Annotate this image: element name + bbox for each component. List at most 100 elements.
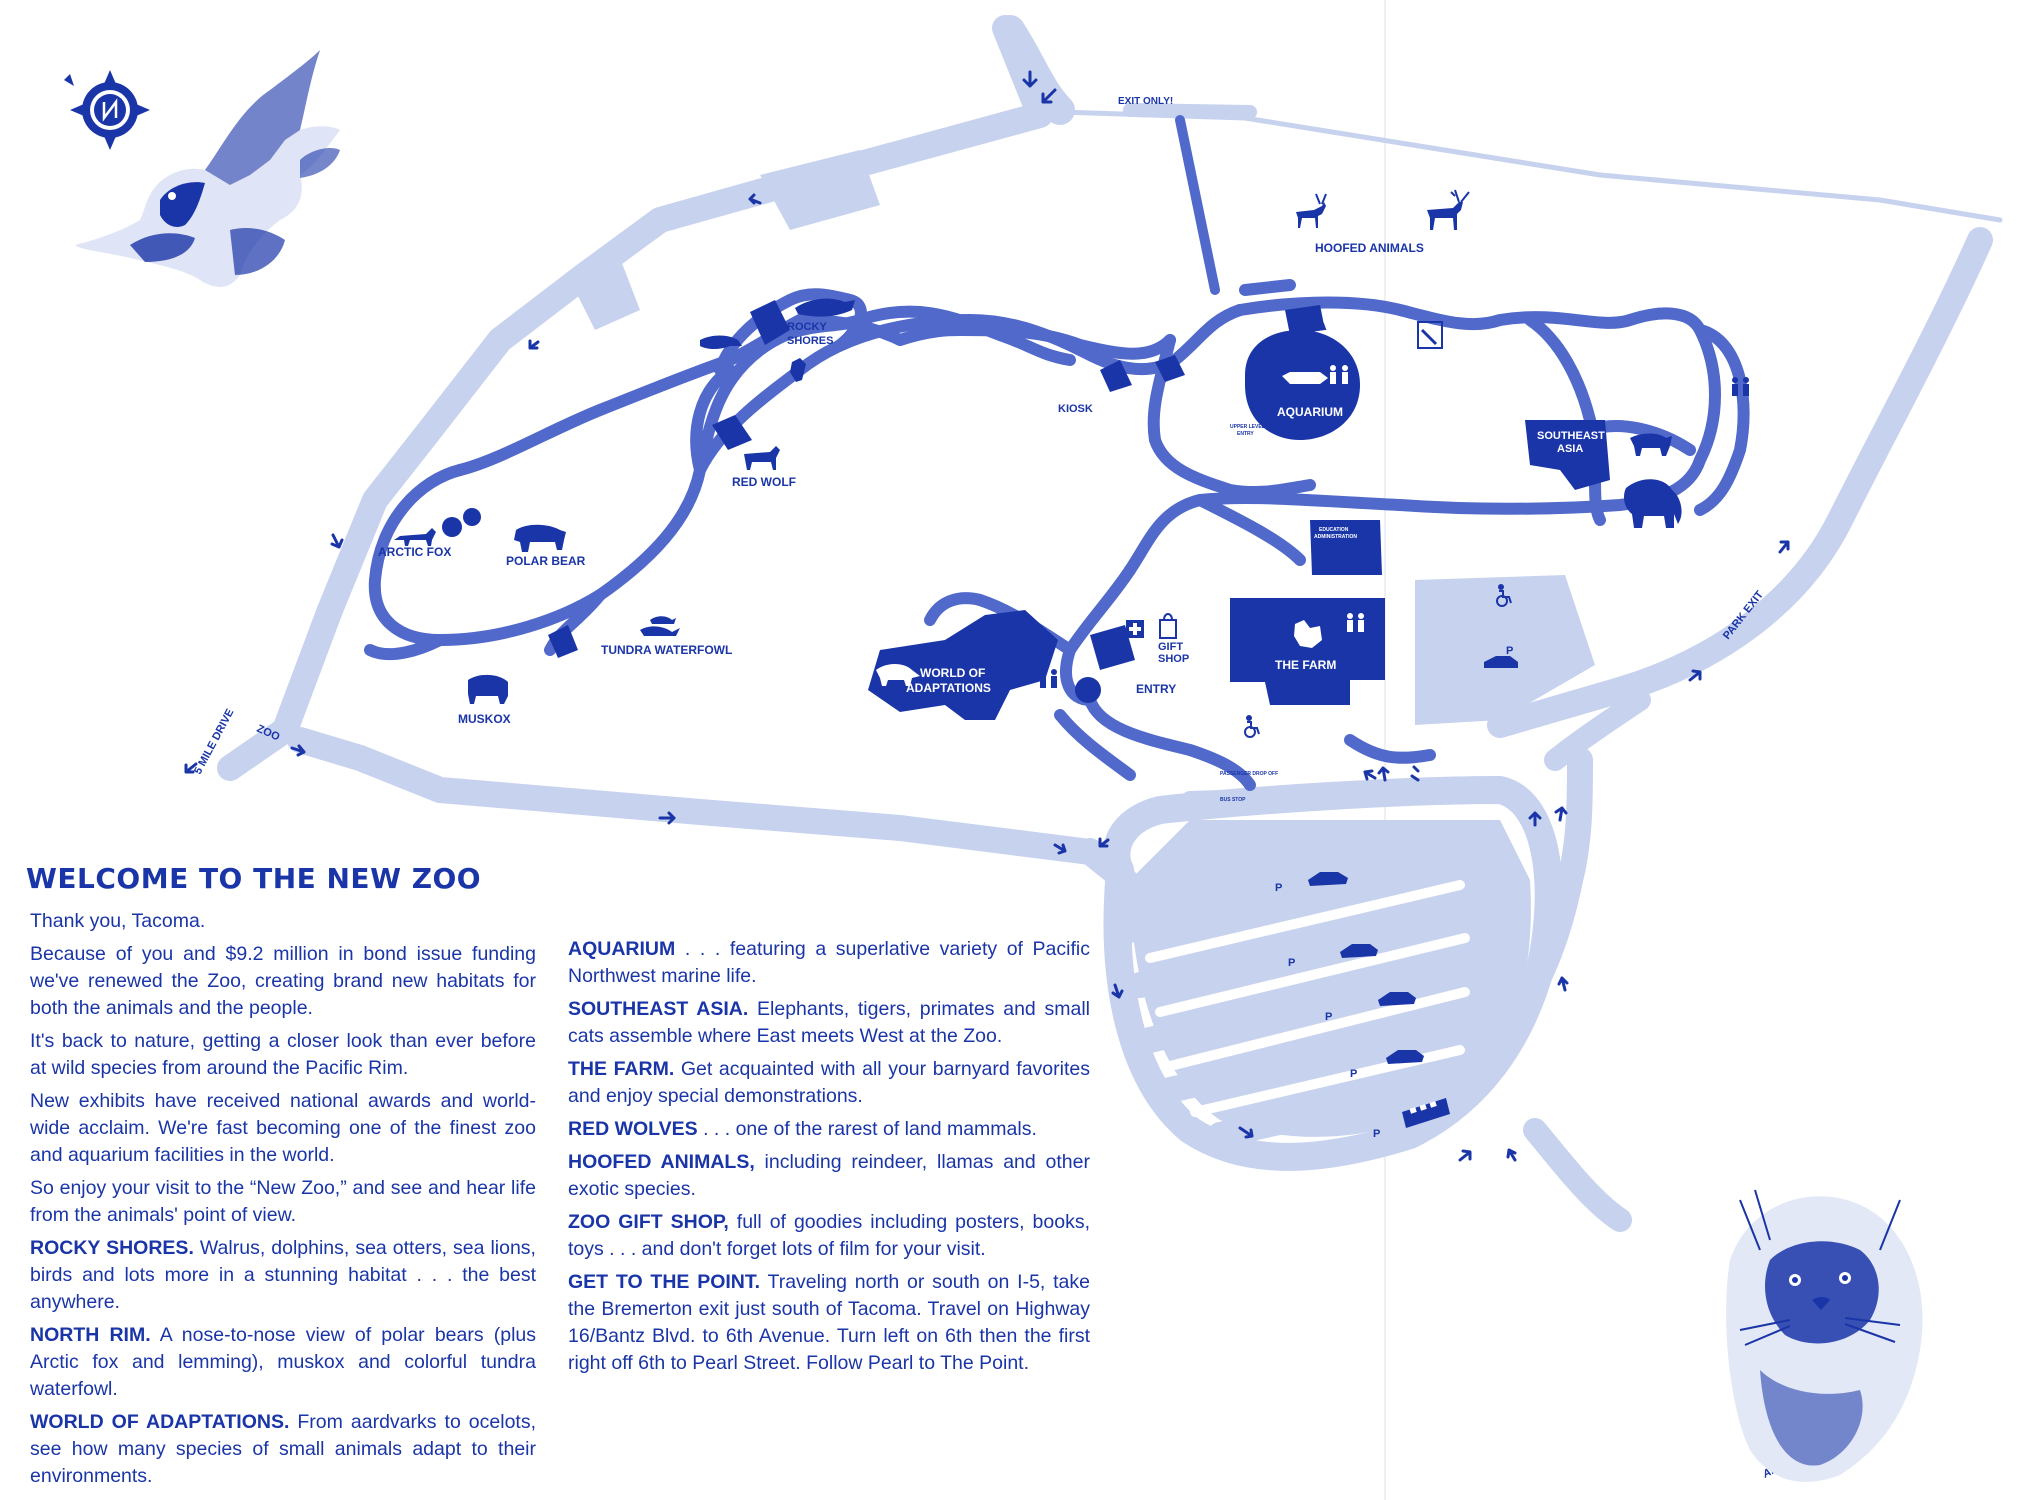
arrow-up-left-icon [1363,769,1377,781]
welcome-column-1: Thank you, Tacoma. Because of you and $9.… [30,908,536,1496]
arrow-right-icon [658,811,676,825]
road-arrows [184,70,1790,1162]
paragraph-text: From aardvarks to ocelots, see how many … [30,1411,537,1487]
welcome-column-2: AQUARIUM . . . featuring a superlative v… [568,936,1090,1383]
kiosk-building[interactable] [1100,360,1132,392]
arrow-down-right-icon [1053,843,1067,855]
wheelchair-icon [1244,715,1260,738]
education-building[interactable] [1310,520,1382,575]
arrow-up-icon [1528,811,1542,827]
paragraph-heading: ROCKY SHORES. [30,1237,194,1259]
telephone-icon [1417,321,1443,349]
paragraph-text: It's back to nature, getting a closer lo… [30,1030,536,1079]
paragraph-heading: NORTH RIM. [30,1324,151,1346]
car-icon [1484,656,1518,668]
arrow-down-right-icon [1238,1126,1254,1139]
world-of-adaptations-label-2: ADAPTATIONS [906,681,991,695]
aardvark-icon [876,664,920,686]
upper-parking-area [1415,575,1595,725]
gift-shop-label-1: GIFT [1158,641,1183,653]
paragraph-heading: WORLD OF ADAPTATIONS. [30,1411,290,1433]
education-label-2: ADMINISTRATION [1314,534,1357,540]
exit-only-label: EXIT ONLY! [1118,96,1173,107]
tundra-waterfowl-label: TUNDRA WATERFOWL [601,643,732,657]
u-turn-icon [1410,765,1420,782]
kiosk-label: KIOSK [1058,403,1093,415]
plaza-label: PLAZA [1290,321,1327,333]
hoofed-animals-label: HOOFED ANIMALS [1315,241,1424,255]
welcome-paragraph: Because of you and $9.2 million in bond … [30,941,536,1022]
paragraph-heading: ZOO GIFT SHOP, [568,1211,729,1233]
arrow-up-icon [1506,1148,1517,1162]
first-aid-icon [1126,620,1144,638]
arrow-down-left-icon [528,339,540,350]
parking-label-2: P [1275,882,1282,894]
welcome-paragraph: So enjoy your visit to the “New Zoo,” an… [30,1175,536,1229]
paragraph-text: A nose-to-nose view of polar bears (plus… [30,1324,537,1400]
paragraph-text: Traveling north or south on I-5, take th… [568,1271,1090,1374]
southeast-asia-label-1: SOUTHEAST [1537,430,1605,442]
rocky-shores-label-1: ROCKY [787,321,827,333]
southeast-asia-label-2: ASIA [1557,443,1583,455]
rooster-icon [1294,620,1322,648]
world-of-adaptations-label-1: WORLD OF [920,666,985,680]
parking-label-1: P [1506,645,1513,657]
red-wolf-building[interactable] [712,415,752,450]
welcome-title: WELCOME TO THE NEW ZOO [26,862,482,895]
restroom-icon [1040,669,1057,688]
red-wolf-label: RED WOLF [732,475,796,489]
loon-icon [640,626,680,636]
the-farm-building[interactable] [1230,598,1385,705]
paragraph-text: . . . featuring a superlative variety of… [568,938,1090,987]
paragraph-text: . . . one of the rarest of land mammals. [697,1118,1037,1140]
paragraph-text: So enjoy your visit to the “New Zoo,” an… [30,1177,536,1226]
park-exit-road[interactable] [1487,227,1993,738]
welcome-paragraph: HOOFED ANIMALS, including reindeer, llam… [568,1149,1090,1203]
reindeer-icon [1427,189,1470,230]
parking-label-5: P [1350,1068,1357,1080]
welcome-paragraph: It's back to nature, getting a closer lo… [30,1028,536,1082]
paragraph-heading: HOOFED ANIMALS, [568,1151,755,1173]
passenger-drop-off-label: PASSENGER DROP OFF [1220,771,1278,777]
wolf-icon [744,446,780,470]
car-icon [1340,944,1378,958]
welcome-paragraph: Thank you, Tacoma. [30,908,536,935]
fish-icon [1282,372,1328,384]
muskox-icon [468,674,508,704]
parking-label-4: P [1325,1011,1332,1023]
welcome-paragraph: NORTH RIM. A nose-to-nose view of polar … [30,1322,536,1403]
restroom-icon [1732,377,1749,396]
paragraph-text: including reindeer, llamas and other exo… [568,1151,1090,1200]
sea-otter-illustration [1726,1189,1923,1482]
aquarium-label: AQUARIUM [1277,405,1343,419]
bus-icon [1402,1098,1450,1128]
welcome-paragraph: RED WOLVES . . . one of the rarest of la… [568,1116,1090,1143]
welcome-paragraph: SOUTHEAST ASIA. Elephants, tigers, prima… [568,996,1090,1050]
building-accents [1258,346,1342,430]
paragraph-heading: SOUTHEAST ASIA. [568,998,749,1020]
world-of-adaptations-building[interactable] [868,610,1058,720]
paragraph-heading: RED WOLVES [568,1118,698,1140]
elephant-icon [1624,479,1682,528]
perimeter-road[interactable] [217,15,1138,893]
arrow-up-right-icon [1688,669,1702,682]
welcome-section: WELCOME TO THE NEW ZOO Thank you, Tacoma… [26,862,1090,1487]
arrow-up-right-icon [1778,540,1790,554]
arrow-down-left-icon [184,762,198,774]
upper-level-entry-label-1: UPPER LEVEL [1230,424,1265,430]
car-icon [1378,992,1416,1006]
parking-label-6: P [1373,1128,1380,1140]
arrow-up-icon [1554,806,1568,822]
upper-level-entry-label-2: ENTRY [1237,431,1254,437]
welcome-paragraph: AQUARIUM . . . featuring a superlative v… [568,936,1090,990]
wheelchair-icon [1496,584,1512,607]
car-icon [1308,872,1348,886]
bus-stop-label: BUS STOP [1220,797,1246,803]
polar-bear-icon [514,524,566,552]
fox-icon [394,528,436,546]
rocky-shores-building[interactable] [750,300,790,345]
the-farm-label: THE FARM [1275,658,1336,672]
paragraph-heading: GET TO THE POINT. [568,1271,761,1293]
southeast-asia-building[interactable] [1525,420,1610,490]
